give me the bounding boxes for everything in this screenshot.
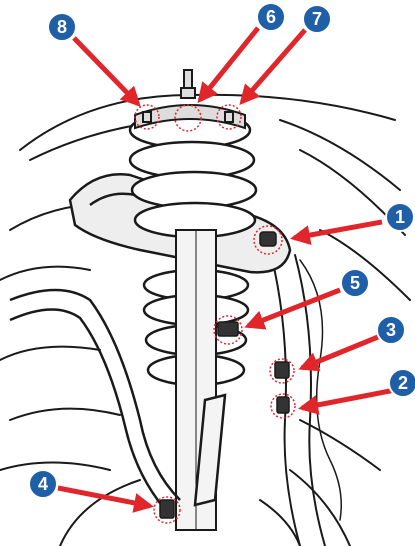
svg-text:5: 5 (350, 273, 360, 293)
svg-text:7: 7 (312, 9, 322, 29)
svg-text:2: 2 (398, 373, 408, 393)
callout-1: 1 (386, 203, 414, 231)
callout-6: 6 (257, 3, 285, 31)
strut-top (135, 70, 245, 128)
callout-3: 3 (377, 316, 405, 344)
callout-8: 8 (48, 13, 76, 41)
arrow-3 (302, 337, 378, 368)
svg-text:3: 3 (386, 320, 396, 340)
callout-7: 7 (303, 5, 331, 33)
callout-2: 2 (389, 369, 415, 397)
arrow-5 (248, 290, 340, 326)
svg-text:1: 1 (395, 207, 405, 227)
arrow-7 (242, 30, 305, 102)
arrow-4 (58, 488, 150, 506)
callout-5: 5 (341, 269, 369, 297)
svg-text:8: 8 (57, 17, 67, 37)
arrow-8 (74, 38, 138, 104)
arrow-1 (294, 222, 382, 238)
svg-text:4: 4 (38, 474, 48, 494)
callout-4: 4 (29, 470, 57, 498)
arrow-6 (200, 28, 258, 100)
svg-text:6: 6 (266, 7, 276, 27)
